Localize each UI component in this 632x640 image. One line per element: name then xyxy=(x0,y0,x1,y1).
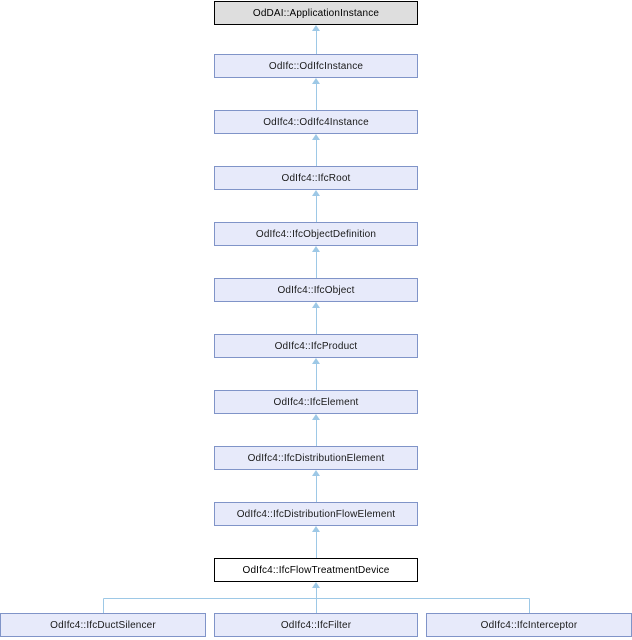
class-node-label: OdIfc4::IfcDuctSilencer xyxy=(50,619,156,631)
class-node-IfcDistributionFlowElement[interactable]: OdIfc4::IfcDistributionFlowElement xyxy=(214,502,418,526)
class-node-label: OdIfc4::IfcElement xyxy=(273,396,359,408)
class-node-IfcInterceptor[interactable]: OdIfc4::IfcInterceptor xyxy=(426,613,632,637)
class-node-label: OdDAI::ApplicationInstance xyxy=(252,7,380,19)
class-node-label: OdIfc4::IfcObjectDefinition xyxy=(255,228,377,240)
class-node-IfcDuctSilencer[interactable]: OdIfc4::IfcDuctSilencer xyxy=(0,613,206,637)
class-node-label: OdIfc::OdIfcInstance xyxy=(268,60,364,72)
class-node-IfcRoot[interactable]: OdIfc4::IfcRoot xyxy=(214,166,418,190)
class-node-label: OdIfc4::IfcProduct xyxy=(274,340,358,352)
class-node-label: OdIfc4::IfcDistributionFlowElement xyxy=(236,508,396,520)
class-node-ApplicationInstance[interactable]: OdDAI::ApplicationInstance xyxy=(214,1,418,25)
class-node-IfcObject[interactable]: OdIfc4::IfcObject xyxy=(214,278,418,302)
class-node-IfcDistributionElement[interactable]: OdIfc4::IfcDistributionElement xyxy=(214,446,418,470)
class-node-label: OdIfc4::IfcInterceptor xyxy=(480,619,578,631)
class-node-IfcProduct[interactable]: OdIfc4::IfcProduct xyxy=(214,334,418,358)
class-node-IfcFilter[interactable]: OdIfc4::IfcFilter xyxy=(214,613,418,637)
class-node-IfcObjectDefinition[interactable]: OdIfc4::IfcObjectDefinition xyxy=(214,222,418,246)
class-node-label: OdIfc4::IfcFilter xyxy=(280,619,352,631)
class-node-label: OdIfc4::OdIfc4Instance xyxy=(263,116,369,128)
class-node-OdIfcInstance[interactable]: OdIfc::OdIfcInstance xyxy=(214,54,418,78)
class-node-label: OdIfc4::IfcFlowTreatmentDevice xyxy=(242,564,390,576)
class-node-OdIfc4Instance[interactable]: OdIfc4::OdIfc4Instance xyxy=(214,110,418,134)
class-node-IfcElement[interactable]: OdIfc4::IfcElement xyxy=(214,390,418,414)
class-node-label: OdIfc4::IfcObject xyxy=(277,284,355,296)
class-node-label: OdIfc4::IfcRoot xyxy=(281,172,351,184)
class-node-IfcFlowTreatmentDevice[interactable]: OdIfc4::IfcFlowTreatmentDevice xyxy=(214,558,418,582)
class-node-label: OdIfc4::IfcDistributionElement xyxy=(247,452,385,464)
